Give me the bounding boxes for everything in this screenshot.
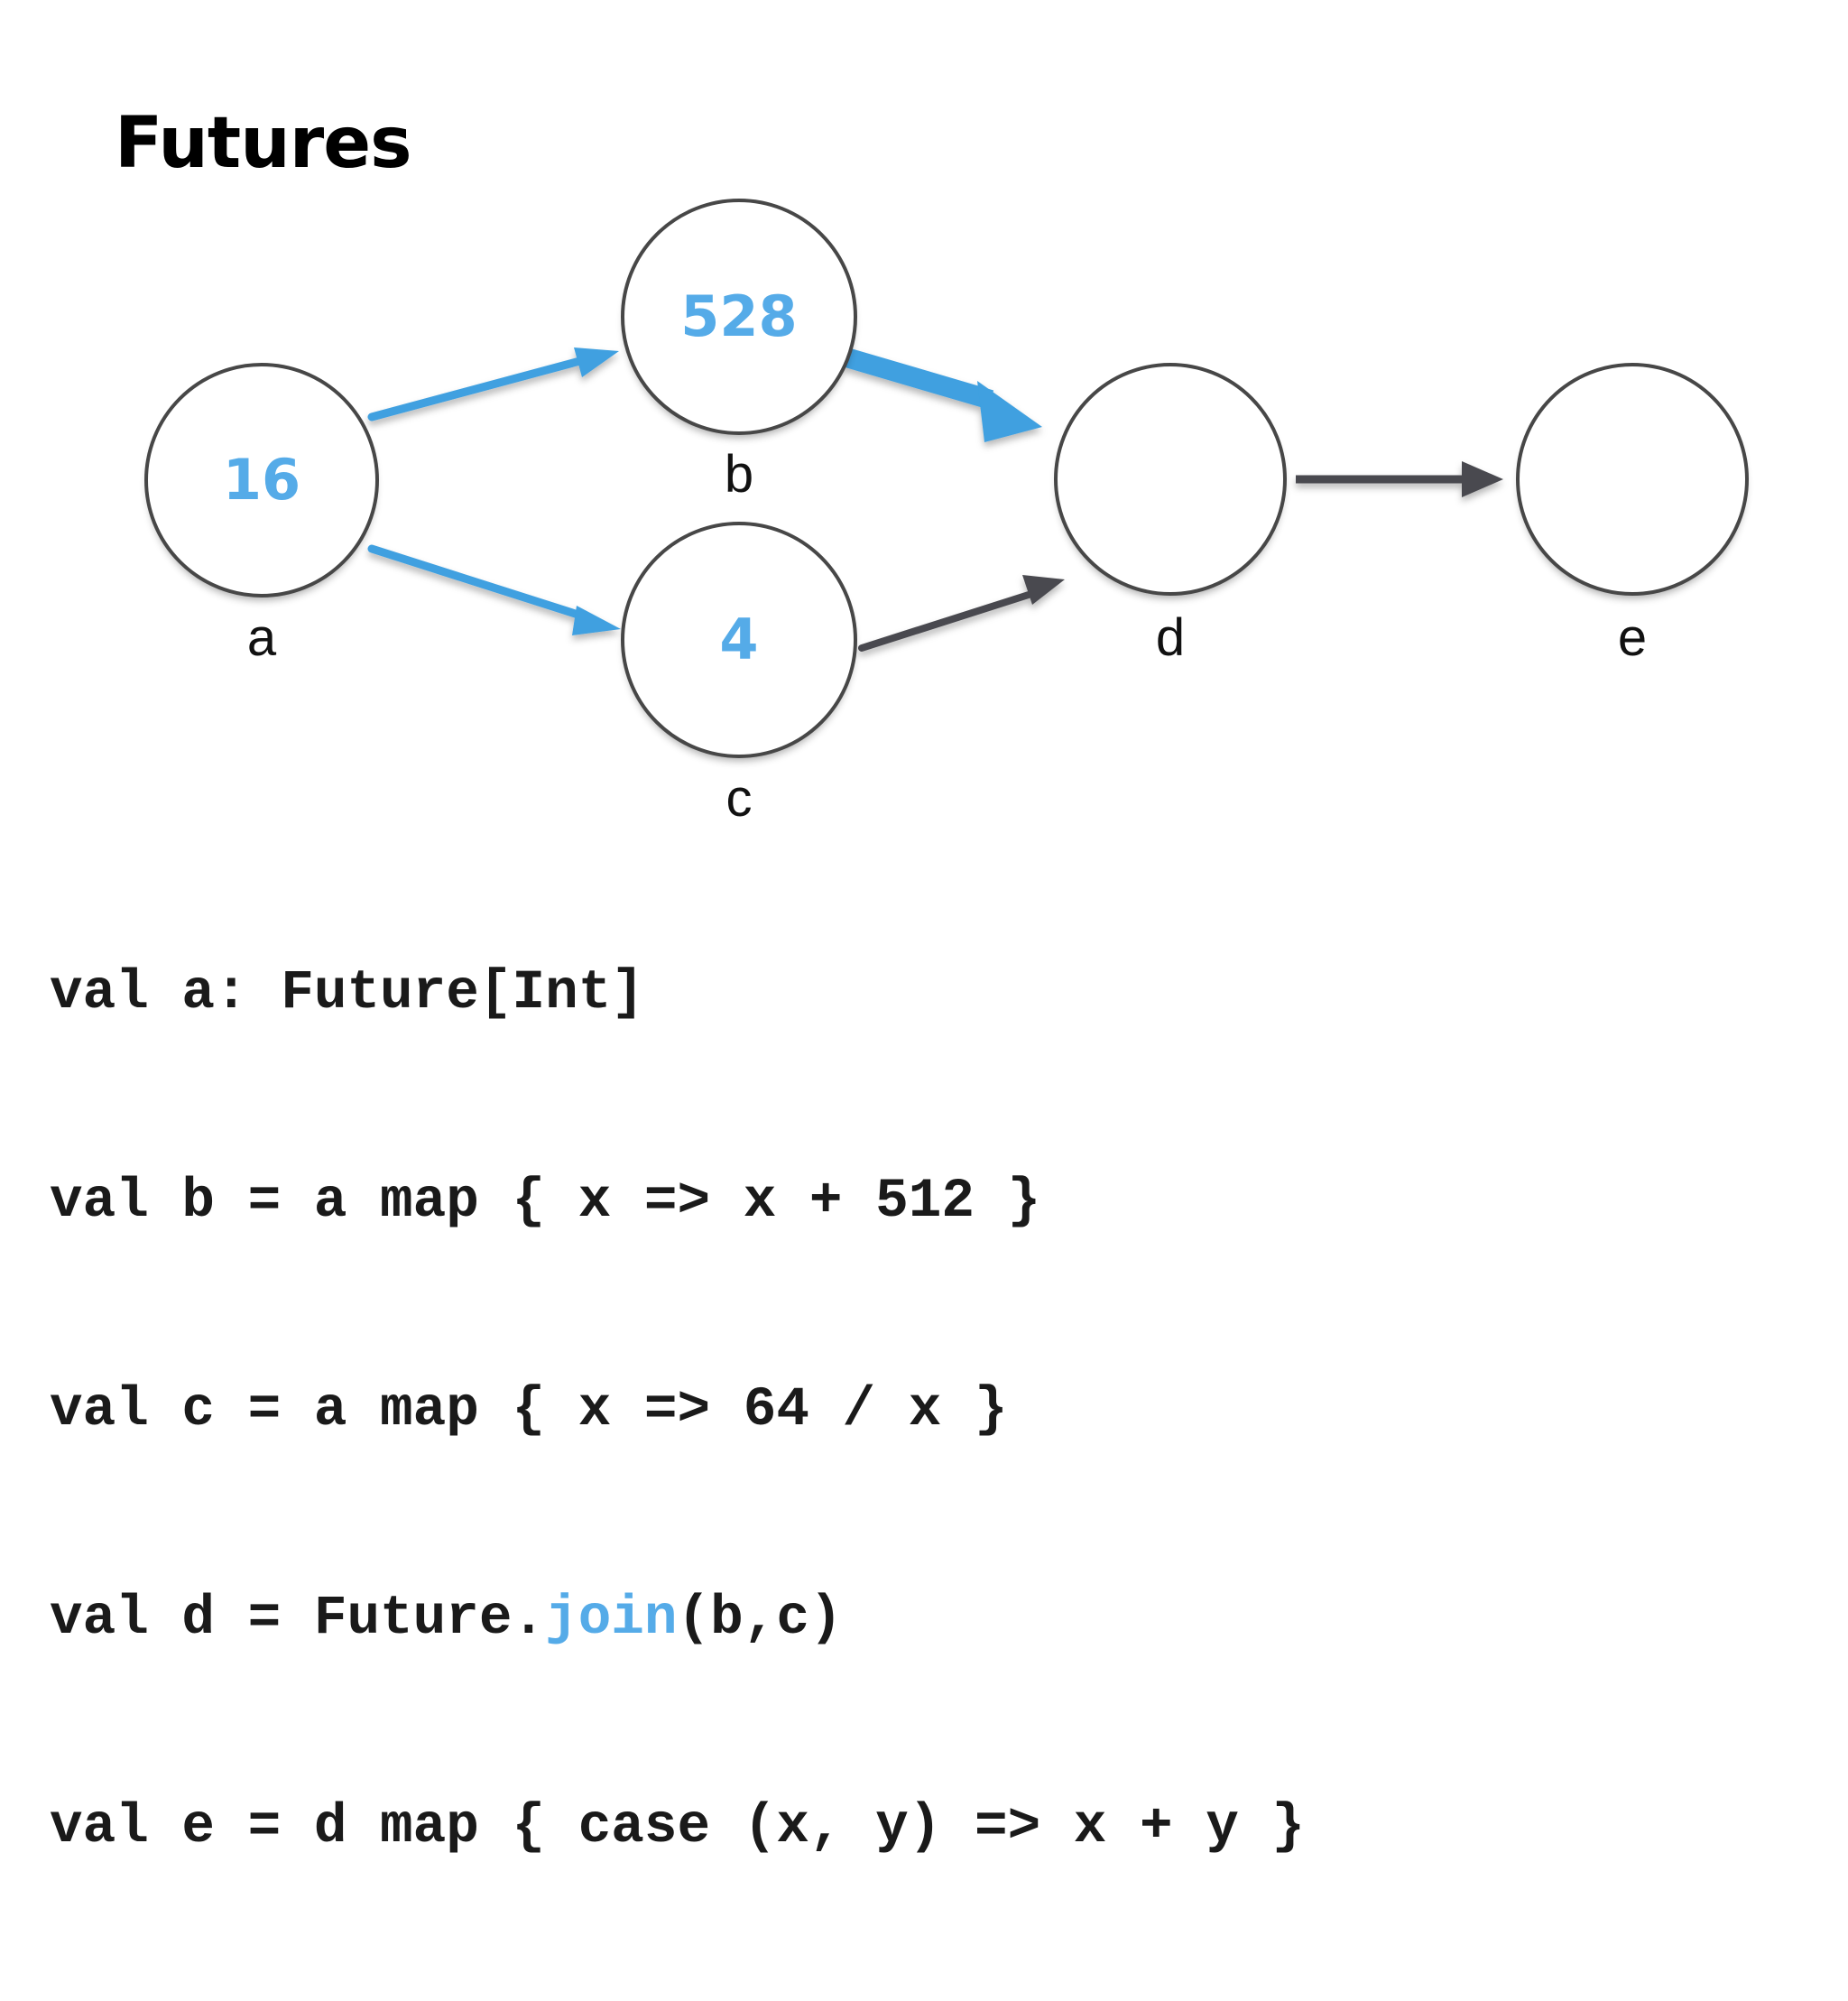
- edge-c-to-d: [858, 575, 1065, 652]
- node-a-value: 16: [222, 447, 301, 513]
- code-line-4-suffix: (b,c): [677, 1588, 843, 1650]
- graph-node-e-label: e: [1617, 608, 1648, 667]
- code-line-4: val d = Future.join(b,c): [50, 1584, 1305, 1654]
- code-line-4-prefix: val d = Future.: [50, 1588, 546, 1650]
- code-keyword-join: join: [545, 1588, 678, 1650]
- node-b-value: 528: [680, 283, 798, 349]
- node-c-value: 4: [719, 607, 759, 672]
- slide-canvas: Futures: [0, 0, 1848, 1858]
- code-line-1: val a: Future[Int]: [50, 962, 644, 1024]
- edge-a-to-c: [367, 544, 621, 635]
- page-title: Futures: [115, 103, 412, 184]
- graph-node-e[interactable]: [1516, 363, 1749, 596]
- scala-code-block: val a: Future[Int] val b = a map { x => …: [50, 820, 1305, 2001]
- graph-node-d[interactable]: [1054, 363, 1287, 596]
- graph-node-d-label: d: [1155, 608, 1186, 667]
- graph-node-c-label: c: [725, 769, 753, 828]
- code-line-2: val b = a map { x => x + 512 }: [50, 1171, 1041, 1233]
- edge-d-to-e: [1296, 461, 1503, 497]
- graph-node-b-label: b: [724, 445, 754, 504]
- edge-a-to-b: [367, 347, 619, 422]
- graph-node-b[interactable]: 528: [621, 199, 857, 435]
- edge-b-to-d: [843, 347, 1042, 442]
- graph-node-c[interactable]: 4: [621, 522, 857, 758]
- code-line-5: val e = d map { case (x, y) => x + y }: [50, 1796, 1306, 1858]
- futures-graph-diagram: 16 a 528 b 4 c d e: [0, 0, 1848, 825]
- graph-node-a-label: a: [246, 608, 277, 667]
- graph-node-a[interactable]: 16: [144, 363, 379, 598]
